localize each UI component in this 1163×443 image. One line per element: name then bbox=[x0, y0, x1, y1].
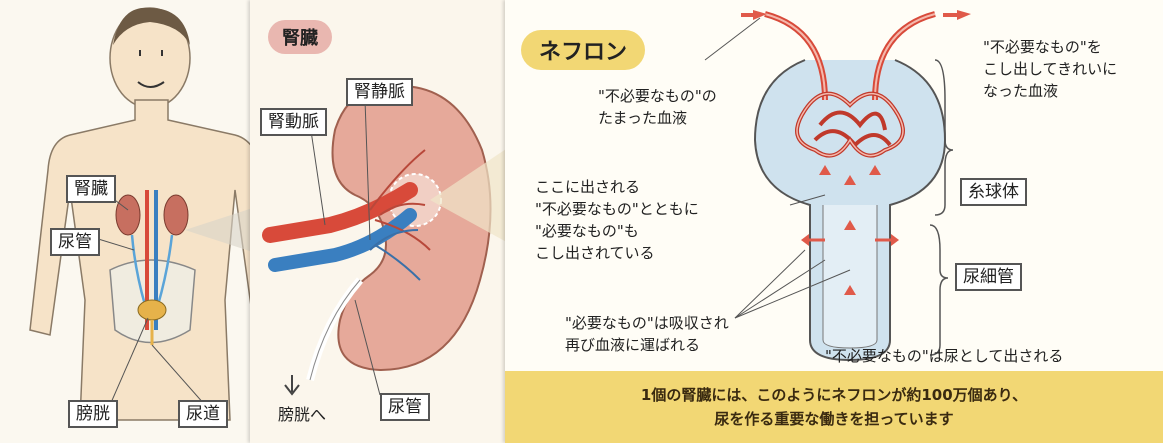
nephron-panel-title: ネフロン bbox=[521, 30, 646, 70]
body-urethra-label: 尿道 bbox=[178, 400, 228, 428]
excretion-label: "不必要なもの"は尿として出される bbox=[825, 347, 1064, 365]
body-kidney-label: 腎臓 bbox=[66, 175, 116, 203]
reabsorption-label: "必要なもの"は吸収され 再び血液に運ばれる bbox=[565, 314, 729, 354]
kidney-diagram bbox=[262, 85, 512, 396]
kidney-panel-title: 腎臓 bbox=[268, 20, 332, 54]
human-body-figure bbox=[29, 7, 262, 421]
renal-artery-label: 腎動脈 bbox=[260, 108, 327, 136]
tubule-label: 尿細管 bbox=[955, 263, 1022, 291]
nephron-panel: ネフロン bbox=[505, 0, 1163, 443]
clean-blood-label: "不必要なもの"を こし出してきれいに なった血液 bbox=[983, 38, 1118, 100]
filtration-label: ここに出される "不必要なもの"とともに "必要なもの"も こし出されている bbox=[535, 178, 699, 262]
body-panel: 腎臓 尿管 膀胱 尿道 bbox=[0, 0, 262, 443]
body-bladder-label: 膀胱 bbox=[68, 400, 118, 428]
caption-band: 1個の腎臓には、このようにネフロンが約100万個あり、 尿を作る重要な働きを担っ… bbox=[505, 371, 1163, 443]
kidney-ureter-label: 尿管 bbox=[380, 393, 430, 421]
renal-vein-label: 腎静脈 bbox=[346, 78, 413, 106]
dirty-blood-label: "不必要なもの"の たまった血液 bbox=[598, 87, 717, 127]
body-ureter-label: 尿管 bbox=[50, 228, 100, 256]
to-bladder-label: 膀胱へ bbox=[278, 405, 327, 424]
nephron-diagram bbox=[704, 10, 971, 362]
kidney-panel: 腎臓 腎静脈 腎動脈 尿管 膀胱へ bbox=[250, 0, 512, 443]
glomerulus-label: 糸球体 bbox=[960, 178, 1027, 206]
